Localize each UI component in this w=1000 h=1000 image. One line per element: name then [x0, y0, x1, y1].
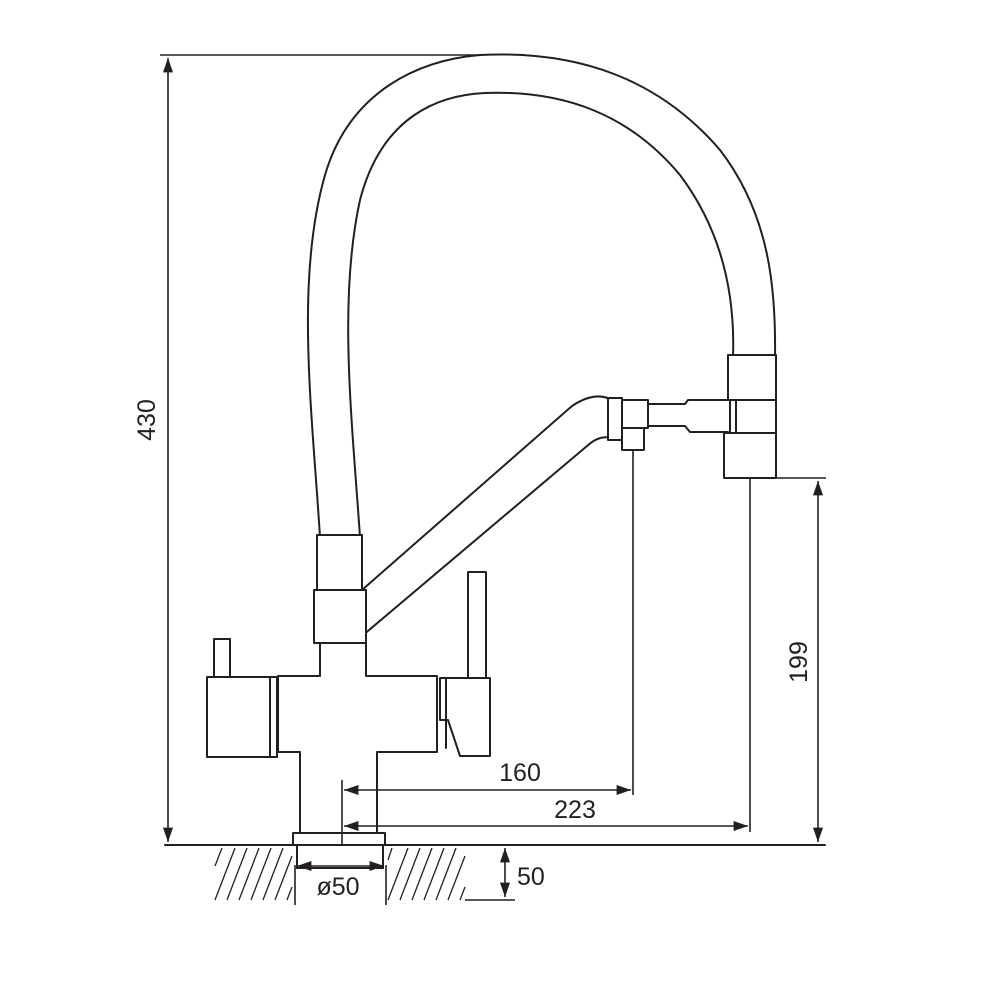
filter-spout-arm — [361, 395, 729, 637]
filter-handle-right — [439, 571, 491, 757]
dimension-base-diameter: ø50 — [294, 860, 387, 905]
mounting-shank — [292, 832, 386, 869]
countertop-hatch-left — [214, 847, 293, 901]
dimension-label-total-height: 430 — [133, 399, 161, 441]
countertop-hatch-right — [387, 847, 466, 901]
countertop-section — [164, 844, 826, 901]
mixer-handle-left — [206, 638, 278, 758]
dimension-label-spout-reach: 223 — [554, 796, 596, 824]
dimension-filter-reach: 160 — [341, 450, 634, 845]
dimension-spout-height: 199 — [724, 477, 826, 842]
dimension-spout-reach: 223 — [344, 478, 751, 832]
dimension-label-spout-height: 199 — [785, 641, 813, 683]
dimension-label-filter-reach: 160 — [499, 759, 541, 787]
dimension-label-deck-thickness: 50 — [517, 863, 545, 891]
dimension-label-base-diameter: ø50 — [316, 873, 359, 901]
spray-head — [723, 354, 777, 479]
dimension-deck-thickness: 50 — [465, 848, 545, 901]
dimension-total-height: 430 — [133, 54, 480, 842]
flexible-hose — [306, 53, 777, 538]
faucet-column — [277, 534, 438, 834]
